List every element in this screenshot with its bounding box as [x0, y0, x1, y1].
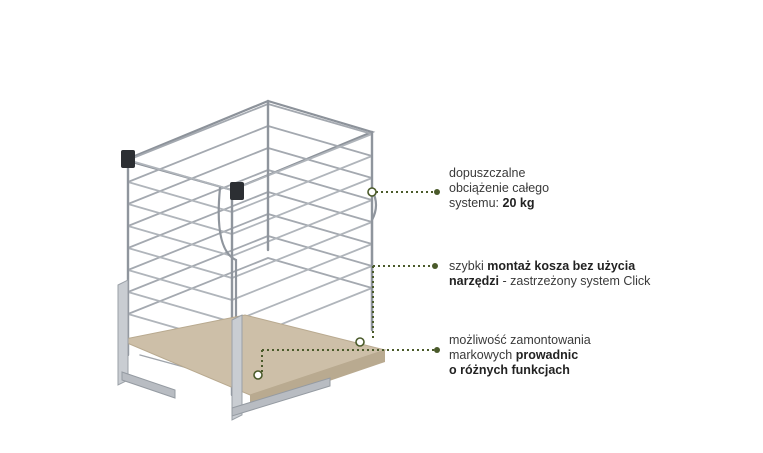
callout-bold: prowadnic [515, 348, 579, 362]
drawer-runner-rails [117, 279, 331, 421]
callout-load-capacity: dopuszczalne obciążenie całego systemu: … [449, 166, 629, 211]
callout-text-line: szybki montaż kosza bez użycia [449, 259, 689, 274]
callout-runner-compatibility: możliwość zamontowania markowych prowadn… [449, 333, 669, 378]
callout-text-line: możliwość zamontowania [449, 333, 591, 347]
base-plate [118, 314, 387, 408]
callout-connector-3 [253, 347, 440, 380]
callout-plain: - zastrzeżony system Click [499, 274, 651, 288]
clip-fittings [121, 150, 244, 200]
callout-tool-free-mounting: szybki montaż kosza bez użycia narzędzi … [449, 259, 689, 289]
callout-connector-1 [367, 187, 440, 197]
callout-plain: markowych [449, 348, 516, 362]
callout-text-line: markowych prowadnic [449, 348, 669, 363]
callout-bold: 20 kg [502, 196, 535, 210]
callout-text-line: narzędzi - zastrzeżony system Click [449, 274, 689, 289]
callout-text-line: systemu: 20 kg [449, 196, 629, 211]
callout-bold: montaż kosza bez użycia [487, 259, 636, 273]
callout-plain: szybki [449, 259, 488, 273]
callout-plain: systemu: [449, 196, 503, 210]
callout-bold: narzędzi [449, 274, 500, 288]
callout-text-line: dopuszczalne [449, 166, 526, 180]
callout-text-line: o różnych funkcjach [449, 363, 669, 378]
callout-bold: o różnych funkcjach [449, 363, 570, 377]
callout-connector-2 [355, 263, 438, 347]
callout-text-line: obciążenie całego [449, 181, 550, 195]
